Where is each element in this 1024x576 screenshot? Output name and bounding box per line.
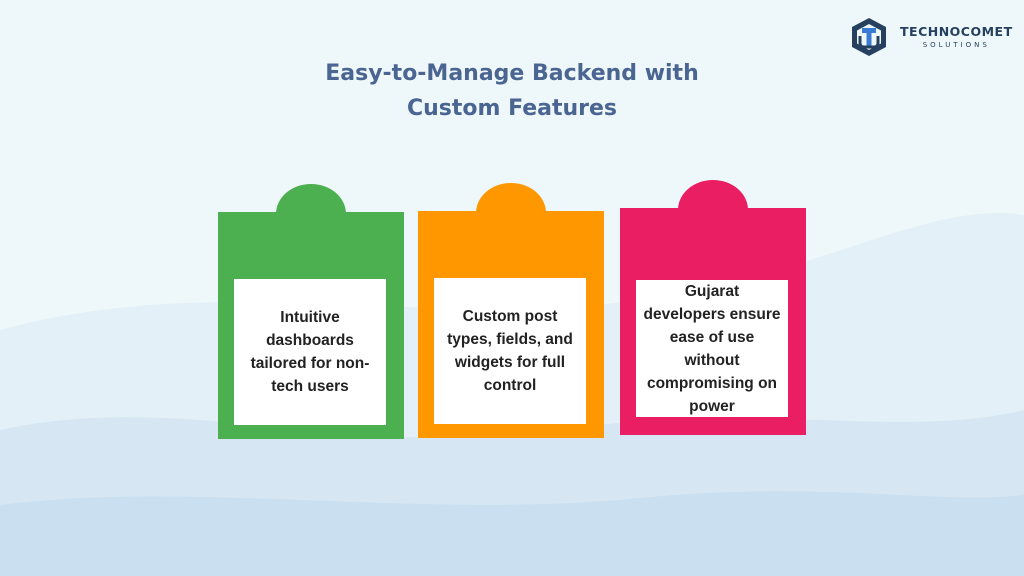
feature-card-custom-fields: Custom post types, fields, and widgets f…: [418, 183, 604, 438]
brand-logo: TECHNOCOMET SOLUTIONS: [848, 16, 1013, 58]
card-content: Intuitive dashboards tailored for non-te…: [234, 279, 386, 425]
page-title: Easy-to-Manage Backend with Custom Featu…: [212, 56, 812, 126]
card-text: Intuitive dashboards tailored for non-te…: [250, 309, 370, 395]
brand-name: TECHNOCOMET: [900, 23, 1013, 39]
feature-card-ease-of-use: Gujarat developers ensure ease of use wi…: [620, 180, 806, 435]
card-content: Gujarat developers ensure ease of use wi…: [636, 280, 788, 417]
feature-card-dashboards: Intuitive dashboards tailored for non-te…: [218, 184, 404, 439]
page-title-line-2: Custom Features: [406, 96, 618, 121]
card-content: Custom post types, fields, and widgets f…: [434, 278, 586, 424]
technocomet-logo-icon: [852, 18, 886, 56]
card-text: Gujarat developers ensure ease of use wi…: [643, 282, 781, 415]
page-title-line-1: Easy-to-Manage Backend with: [325, 61, 699, 86]
brand-tagline: SOLUTIONS: [922, 40, 990, 49]
card-text: Custom post types, fields, and widgets f…: [447, 308, 573, 394]
